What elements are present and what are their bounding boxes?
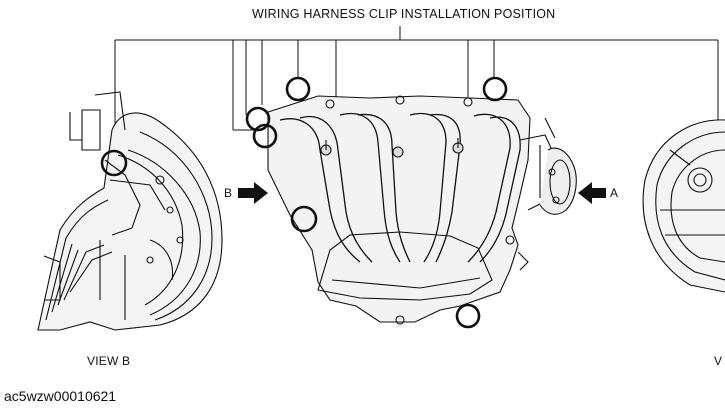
clip-position-marker — [100, 149, 128, 177]
figure-id: ac5wzw00010621 — [4, 388, 117, 404]
arrow-b-icon — [238, 182, 268, 204]
clip-position-marker — [252, 123, 278, 149]
view-b-label: VIEW B — [87, 354, 131, 368]
intake-manifold-illustration — [267, 95, 556, 325]
view-a-partial-label: V — [714, 354, 723, 368]
throttle-body-illustration — [539, 147, 577, 215]
arrow-b-label: B — [224, 186, 233, 200]
clip-position-marker — [285, 76, 311, 102]
clip-position-marker — [290, 205, 318, 233]
diagram-title: WIRING HARNESS CLIP INSTALLATION POSITIO… — [252, 7, 556, 21]
clip-position-marker — [455, 303, 481, 329]
view-a-illustration — [642, 119, 725, 293]
view-b-illustration — [37, 91, 223, 331]
clip-position-marker — [245, 106, 271, 132]
arrow-a-icon — [578, 182, 606, 204]
arrow-a-label: A — [610, 186, 619, 200]
clip-position-marker — [482, 76, 508, 102]
